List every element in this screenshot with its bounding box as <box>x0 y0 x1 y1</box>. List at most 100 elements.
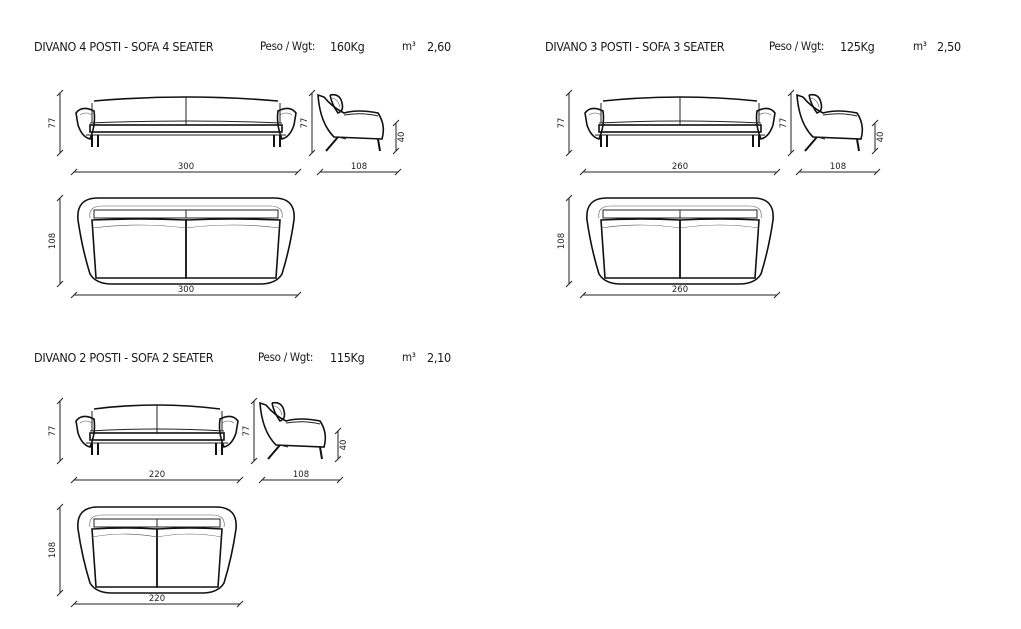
volume-unit: m³ <box>402 350 416 364</box>
seat-cushion <box>89 124 283 133</box>
dimension-tick <box>250 457 258 465</box>
dimension-tick <box>392 147 400 155</box>
dimension-tick <box>70 476 78 484</box>
plan-inner-back <box>598 205 762 219</box>
dimension-tick <box>579 168 587 176</box>
plan-outline <box>586 197 774 285</box>
plan-seat-cushion <box>156 527 223 588</box>
dimension-tick <box>873 168 881 176</box>
right-arm-detail <box>758 112 772 116</box>
dimension-label: 77 <box>557 118 567 129</box>
left-arm <box>584 107 605 140</box>
dimension-label: 108 <box>351 162 367 172</box>
dimension-tick <box>579 291 587 299</box>
side-leg <box>804 136 818 152</box>
dimension-tick <box>236 600 244 608</box>
side-seat-line <box>285 421 321 425</box>
side-leg-brace <box>816 136 826 140</box>
dimension-label: 260 <box>672 162 688 172</box>
plan-inner-back <box>89 514 225 528</box>
dimension-tick <box>392 119 400 127</box>
dimension-tick <box>294 291 302 299</box>
dimension-tick <box>70 168 78 176</box>
left-arm-detail <box>588 112 602 116</box>
dimension-label: 220 <box>149 470 165 480</box>
dimension-label: 108 <box>48 233 58 249</box>
dimension-tick <box>334 427 342 435</box>
dimension-tick <box>316 168 324 176</box>
weight-label: Peso / Wgt: <box>260 39 316 53</box>
dimension-tick <box>565 149 573 157</box>
side-seat-line <box>343 113 379 117</box>
dimension-tick <box>56 589 64 597</box>
weight-value: 160Kg <box>330 39 365 54</box>
side-leg <box>319 446 323 460</box>
plan-cushion-curve <box>91 533 158 538</box>
side-leg <box>325 136 339 152</box>
plan-outline <box>77 197 295 285</box>
dimension-tick <box>334 455 342 463</box>
right-arm-detail <box>221 420 235 424</box>
side-cushion-detail <box>331 97 341 108</box>
left-arm-detail <box>79 420 93 424</box>
dimension-label: 77 <box>300 118 310 129</box>
dimension-label: 40 <box>339 440 349 451</box>
volume-value: 2,50 <box>937 39 961 54</box>
dimension-tick <box>871 147 879 155</box>
dimension-label: 40 <box>876 132 886 143</box>
left-arm <box>75 107 96 140</box>
dimension-tick <box>236 476 244 484</box>
side-back-cushion <box>808 93 823 114</box>
right-arm <box>276 107 297 140</box>
right-arm <box>755 107 776 140</box>
dimension-label: 77 <box>48 426 58 437</box>
front-view: 77 260 <box>557 89 781 176</box>
plan-seat-cushion <box>91 527 158 588</box>
dimension-tick <box>308 149 316 157</box>
dimension-tick <box>250 397 258 405</box>
dimension-label: 77 <box>779 118 789 129</box>
plan-seat-cushion <box>679 218 760 279</box>
side-shell <box>259 401 327 448</box>
volume-value: 2,60 <box>427 39 451 54</box>
side-shell <box>317 93 385 140</box>
weight-value: 115Kg <box>330 350 365 365</box>
dimension-tick <box>258 476 266 484</box>
dimension-tick <box>294 168 302 176</box>
dimension-tick <box>70 600 78 608</box>
plan-cushion-curve <box>679 224 760 229</box>
dimension-tick <box>565 89 573 97</box>
plan-cushion-curve <box>91 224 187 229</box>
product-title: DIVANO 4 POSTI - SOFA 4 SEATER <box>34 39 214 54</box>
dimension-tick <box>773 291 781 299</box>
volume-unit: m³ <box>913 39 927 53</box>
dimension-label: 108 <box>293 470 309 480</box>
side-cushion-detail <box>273 405 283 416</box>
plan-cushion-curve <box>156 533 223 538</box>
plan-view: 108 300 <box>48 194 302 299</box>
dimension-tick <box>871 119 879 127</box>
seat-top <box>89 428 225 432</box>
side-leg <box>856 138 860 152</box>
right-arm <box>218 415 239 448</box>
side-back-cushion <box>271 401 286 422</box>
front-view: 77 220 <box>48 397 244 484</box>
side-shell <box>796 93 864 140</box>
side-seat-line <box>822 113 858 117</box>
seat-cushion <box>89 432 225 441</box>
dimension-label: 40 <box>397 132 407 143</box>
dimension-tick <box>56 397 64 405</box>
dimension-tick <box>308 89 316 97</box>
dimension-label: 300 <box>178 285 194 295</box>
dimension-tick <box>565 194 573 202</box>
dimension-label: 108 <box>557 233 567 249</box>
product-title: DIVANO 2 POSTI - SOFA 2 SEATER <box>34 350 214 365</box>
seat-top <box>89 120 283 124</box>
dimension-label: 220 <box>149 594 165 604</box>
volume-value: 2,10 <box>427 350 451 365</box>
side-leg-brace <box>337 136 347 140</box>
